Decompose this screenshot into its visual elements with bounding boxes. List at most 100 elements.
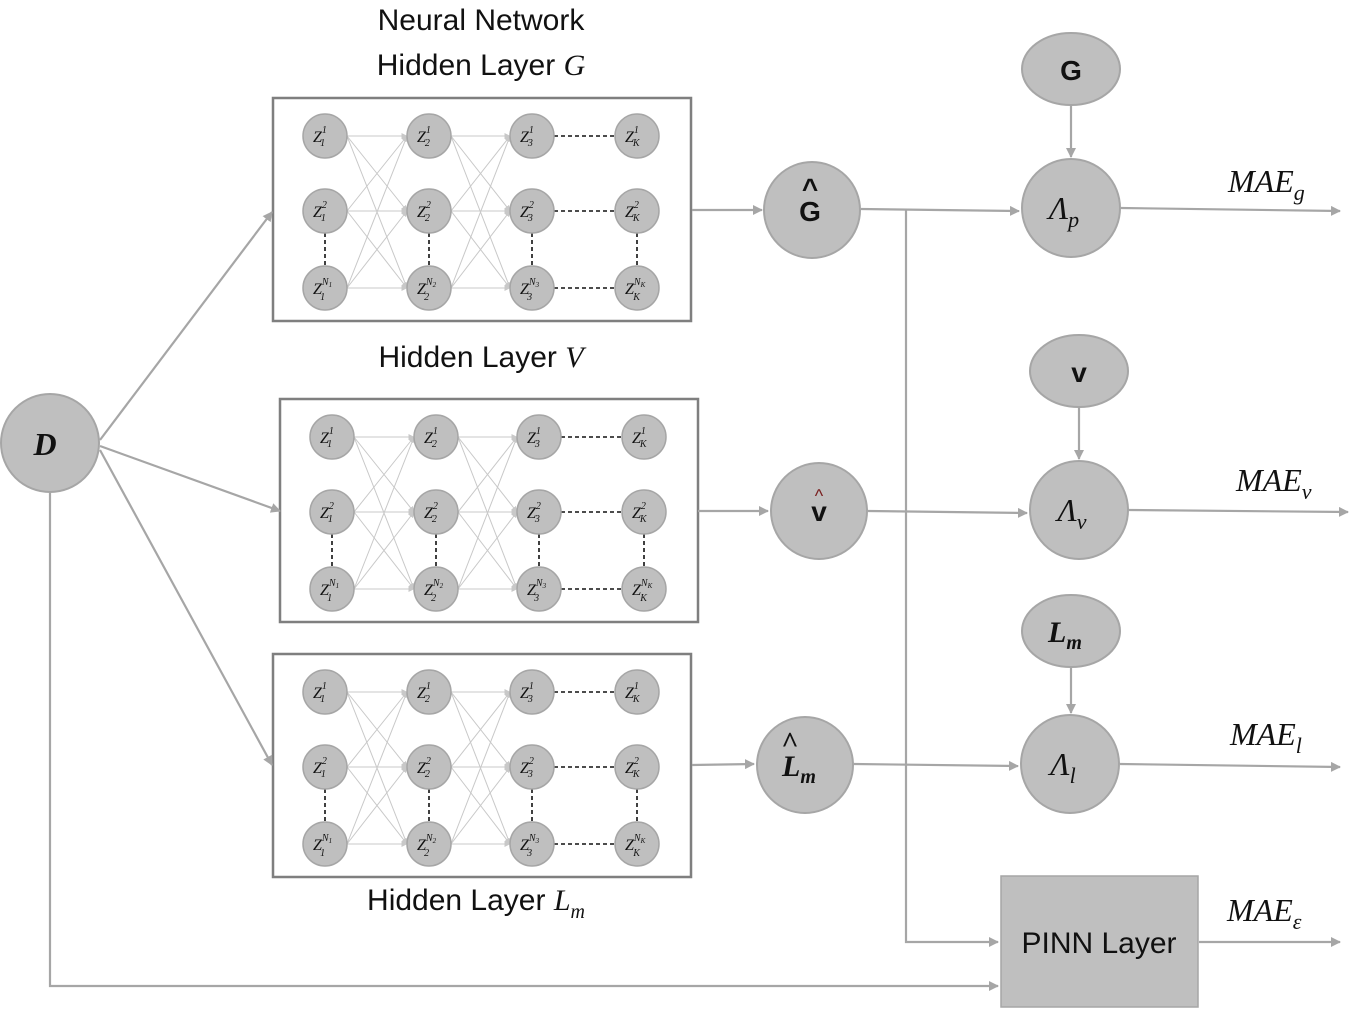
arrow-d-to-g [99,211,273,441]
metric-mae-e: MAEε [1226,892,1302,934]
arrow-bus-to-pinn [904,209,999,947]
neuron-circle [406,821,452,867]
target-lm-label: Lm [1047,616,1082,654]
output-lm-hat-label: Lm [781,750,816,788]
target-g-label: G [1060,55,1082,86]
caption-hidden-layer-lm: Hidden Layer Lm [367,884,585,923]
connection [450,766,511,845]
connection [353,436,415,590]
connection [457,436,518,590]
target-node-v [1029,334,1129,408]
loss-node-v [1029,460,1129,560]
target-v-label: v [1071,357,1087,388]
output-node-v-hat [770,462,868,560]
neuron-circle [302,821,348,867]
metric-mae-l: MAEl [1229,716,1302,758]
connection [450,691,511,845]
neuron-circle [302,744,348,790]
neuron-circle [309,414,355,460]
arrow-d-to-lm [99,449,273,766]
arrow-d-to-v [99,444,281,513]
target-node-g [1021,32,1121,106]
connection [450,691,511,768]
output-v-hat-hat: ^ [815,486,824,506]
neuron-circle [509,265,555,311]
output-node-g-hat [763,161,861,259]
neuron-circle [509,188,555,234]
connection [346,135,408,212]
neuron-circle [413,489,459,535]
neuron-circle [621,489,667,535]
connection [346,135,408,289]
output-g-hat-hat: ^ [802,173,818,204]
connection [346,766,408,845]
metric-mae-v: MAEv [1235,462,1312,504]
arrow-loss-p-out [1120,205,1341,216]
connection [450,210,511,289]
neuron-circle [614,113,660,159]
caption-neural-network: Neural Network [378,4,586,37]
loss-l-label: Λl [1047,746,1075,788]
arrow-lhat-to-loss-l [853,760,1019,771]
neuron-circle [509,821,555,867]
neuron-circle [406,113,452,159]
neuron-circle [302,265,348,311]
neuron-circle [302,188,348,234]
connection [353,436,415,513]
neuron-circle [614,265,660,311]
arrow-vhat-to-loss-v [867,507,1028,518]
neuron-circle [406,669,452,715]
neuron-circle [614,188,660,234]
connection [450,135,511,289]
connection [457,436,518,513]
loss-v-label: Λv [1054,492,1086,534]
input-node-label: D [32,426,56,462]
metric-mae-g: MAEg [1227,163,1305,205]
connection [353,511,415,590]
arrow-loss-l-out [1119,761,1341,772]
neuron-circle [406,188,452,234]
pinn-layer-box [1000,875,1199,1008]
neuron-circle [516,489,562,535]
neuron-circle [621,566,667,612]
arrow-loss-v-out [1128,506,1349,517]
connection [450,135,511,212]
neuron-circle [302,669,348,715]
neuron-circle [406,744,452,790]
